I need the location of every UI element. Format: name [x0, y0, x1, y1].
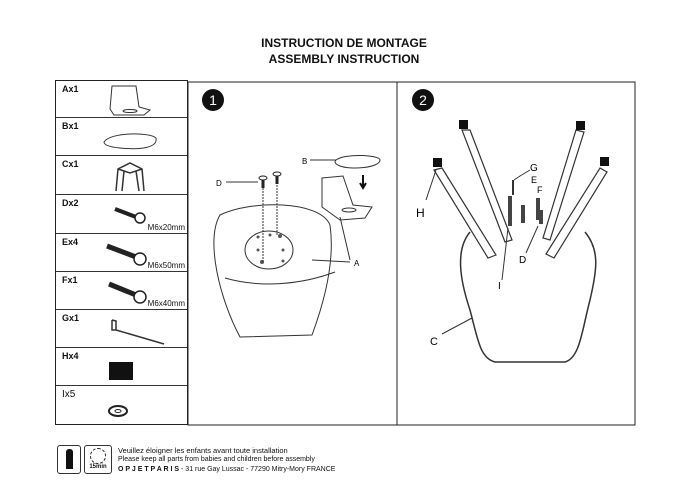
step2-panel [396, 81, 636, 426]
brand: O P J E T P A R I S [118, 466, 180, 473]
label-f: F [537, 185, 543, 195]
label-a: A [354, 259, 360, 268]
part-b: Bx1 [56, 118, 187, 156]
arrow-down-icon [359, 175, 367, 190]
part-size: M6x50mm [147, 261, 185, 270]
label-d2: D [519, 255, 526, 266]
company-address: O P J E T P A R I S - 31 rue Gay Lussac … [118, 466, 335, 473]
label-g: G [530, 163, 538, 174]
screw-icon [114, 207, 146, 224]
foot-cap-icon [109, 362, 133, 380]
cushion-icon [103, 133, 157, 150]
address: - 31 rue Gay Lussac - 77290 Mitry-Mory F… [179, 466, 336, 473]
seat-shell-icon [109, 85, 152, 116]
seat-shell-a [321, 175, 373, 221]
label-b: B [302, 157, 307, 166]
warning-en: Please keep all parts from babies and ch… [118, 456, 315, 463]
part-h: Hx4 [56, 348, 187, 386]
title-fr: INSTRUCTION DE MONTAGE [261, 36, 427, 50]
part-label: Fx1 [62, 275, 78, 285]
washer-icon [108, 405, 128, 417]
part-label: Dx2 [62, 198, 79, 208]
part-a: Ax1 [56, 81, 187, 118]
part-label: Ex4 [62, 237, 79, 247]
part-label: Bx1 [62, 121, 79, 131]
screw-d-icon [258, 171, 282, 188]
frame-c [459, 231, 597, 363]
bolts [508, 196, 543, 226]
part-label: Ix5 [62, 389, 76, 400]
label-d: D [216, 179, 222, 188]
allen-key-icon [111, 319, 165, 345]
seat-bottom [213, 204, 332, 338]
step2-badge [412, 89, 434, 111]
label-c: C [430, 336, 438, 348]
part-label: Gx1 [62, 313, 80, 323]
clock-icon: 15min [84, 445, 112, 474]
part-c: Cx1 [56, 156, 187, 195]
cushion-b [334, 155, 381, 169]
part-size: M6x40mm [147, 299, 185, 308]
step1-number: 1 [209, 92, 217, 108]
label-h: H [416, 206, 425, 220]
title-en: ASSEMBLY INSTRUCTION [268, 52, 420, 66]
part-i: Ix5 [56, 386, 187, 424]
part-label: Cx1 [62, 159, 79, 169]
bolt-icon [108, 281, 147, 304]
label-i: I [498, 281, 501, 292]
leg-frame-icon [115, 162, 145, 192]
part-label: Hx4 [62, 351, 79, 361]
mount-plate [244, 230, 294, 270]
legs [433, 129, 608, 259]
label-e: E [531, 175, 537, 185]
step1-badge [202, 89, 224, 111]
assembly-time: 15min [89, 464, 107, 470]
bolt-icon [106, 243, 147, 266]
adult-supervision-icon [57, 445, 81, 474]
part-size: M6x20mm [147, 223, 185, 232]
part-label: Ax1 [62, 84, 79, 94]
warning-fr: Veuillez éloigner les enfants avant tout… [118, 446, 288, 455]
foot-caps-h [433, 120, 609, 167]
part-g: Gx1 [56, 310, 187, 348]
step2-number: 2 [419, 92, 427, 108]
